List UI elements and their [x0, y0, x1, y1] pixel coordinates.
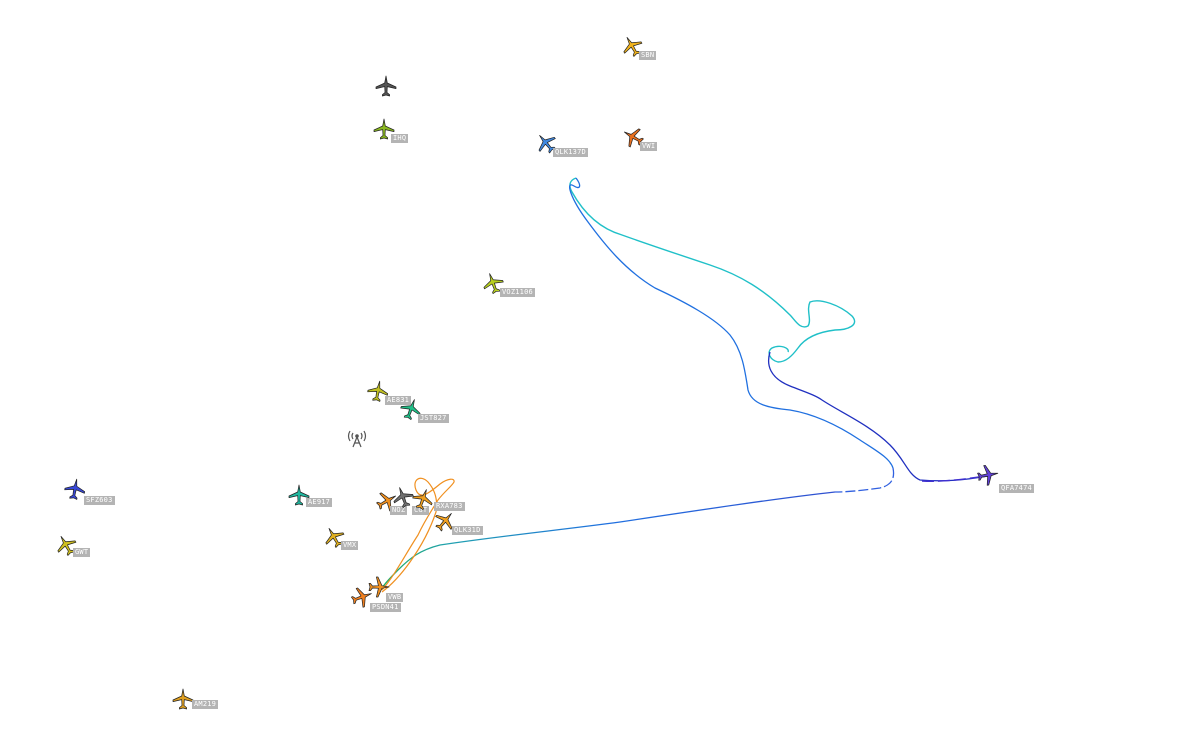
aircraft-icon[interactable]: [617, 31, 647, 61]
aircraft-callsign-label[interactable]: PSDN41: [370, 603, 401, 612]
aircraft-callsign-label[interactable]: SFZ603: [84, 496, 115, 505]
aircraft-icon[interactable]: [62, 476, 87, 501]
aircraft-icon[interactable]: [288, 484, 310, 506]
aircraft-icon[interactable]: [348, 583, 376, 611]
aircraft-callsign-label[interactable]: VMX: [341, 541, 359, 550]
aircraft-callsign-label[interactable]: IHQ: [391, 134, 409, 143]
track-main: [381, 491, 836, 589]
aircraft-icon[interactable]: [975, 462, 1000, 487]
aircraft-icon[interactable]: [375, 75, 397, 97]
aircraft-callsign-label[interactable]: CGT: [412, 506, 430, 515]
aircraft-icon[interactable]: [618, 122, 648, 152]
track-orange-loop: [381, 477, 455, 593]
aircraft-callsign-label[interactable]: QLK31D: [452, 526, 483, 535]
aircraft-callsign-label[interactable]: NOZ: [390, 506, 408, 515]
aircraft-callsign-label[interactable]: VOZ1106: [500, 288, 535, 297]
aircraft-callsign-label[interactable]: QLK137D: [553, 148, 588, 157]
track-dashed-link: [834, 467, 895, 493]
antenna-icon: [346, 428, 368, 448]
aircraft-icon[interactable]: [368, 576, 390, 598]
aircraft-callsign-label[interactable]: AE917: [306, 498, 333, 507]
track-kangaroo-upper: [569, 177, 856, 363]
aircraft-icon[interactable]: [430, 506, 461, 537]
aircraft-callsign-label[interactable]: QFA7474: [999, 484, 1034, 493]
aircraft-icon[interactable]: [319, 522, 349, 552]
track-kangaroo-tail: [767, 351, 989, 482]
aircraft-icon[interactable]: [373, 118, 395, 140]
aircraft-icon[interactable]: [51, 530, 81, 560]
aircraft-callsign-label[interactable]: RXA783: [434, 502, 465, 511]
aircraft-callsign-label[interactable]: VWB: [386, 593, 404, 602]
aircraft-callsign-label[interactable]: SBN: [639, 51, 657, 60]
aircraft-callsign-label[interactable]: VWI: [640, 142, 658, 151]
aircraft-icon[interactable]: [365, 378, 390, 403]
aircraft-icon[interactable]: [479, 269, 507, 297]
aircraft-callsign-label[interactable]: AE831: [385, 396, 412, 405]
track-kangaroo-body: [569, 177, 894, 469]
aircraft-icon[interactable]: [389, 483, 417, 511]
aircraft-callsign-label[interactable]: AM219: [192, 700, 219, 709]
aircraft-callsign-label[interactable]: GWT: [73, 548, 91, 557]
aircraft-icon[interactable]: [531, 128, 562, 159]
aircraft-icon[interactable]: [172, 688, 194, 710]
aircraft-callsign-label[interactable]: JST827: [418, 414, 449, 423]
aircraft-icon[interactable]: [409, 485, 437, 513]
